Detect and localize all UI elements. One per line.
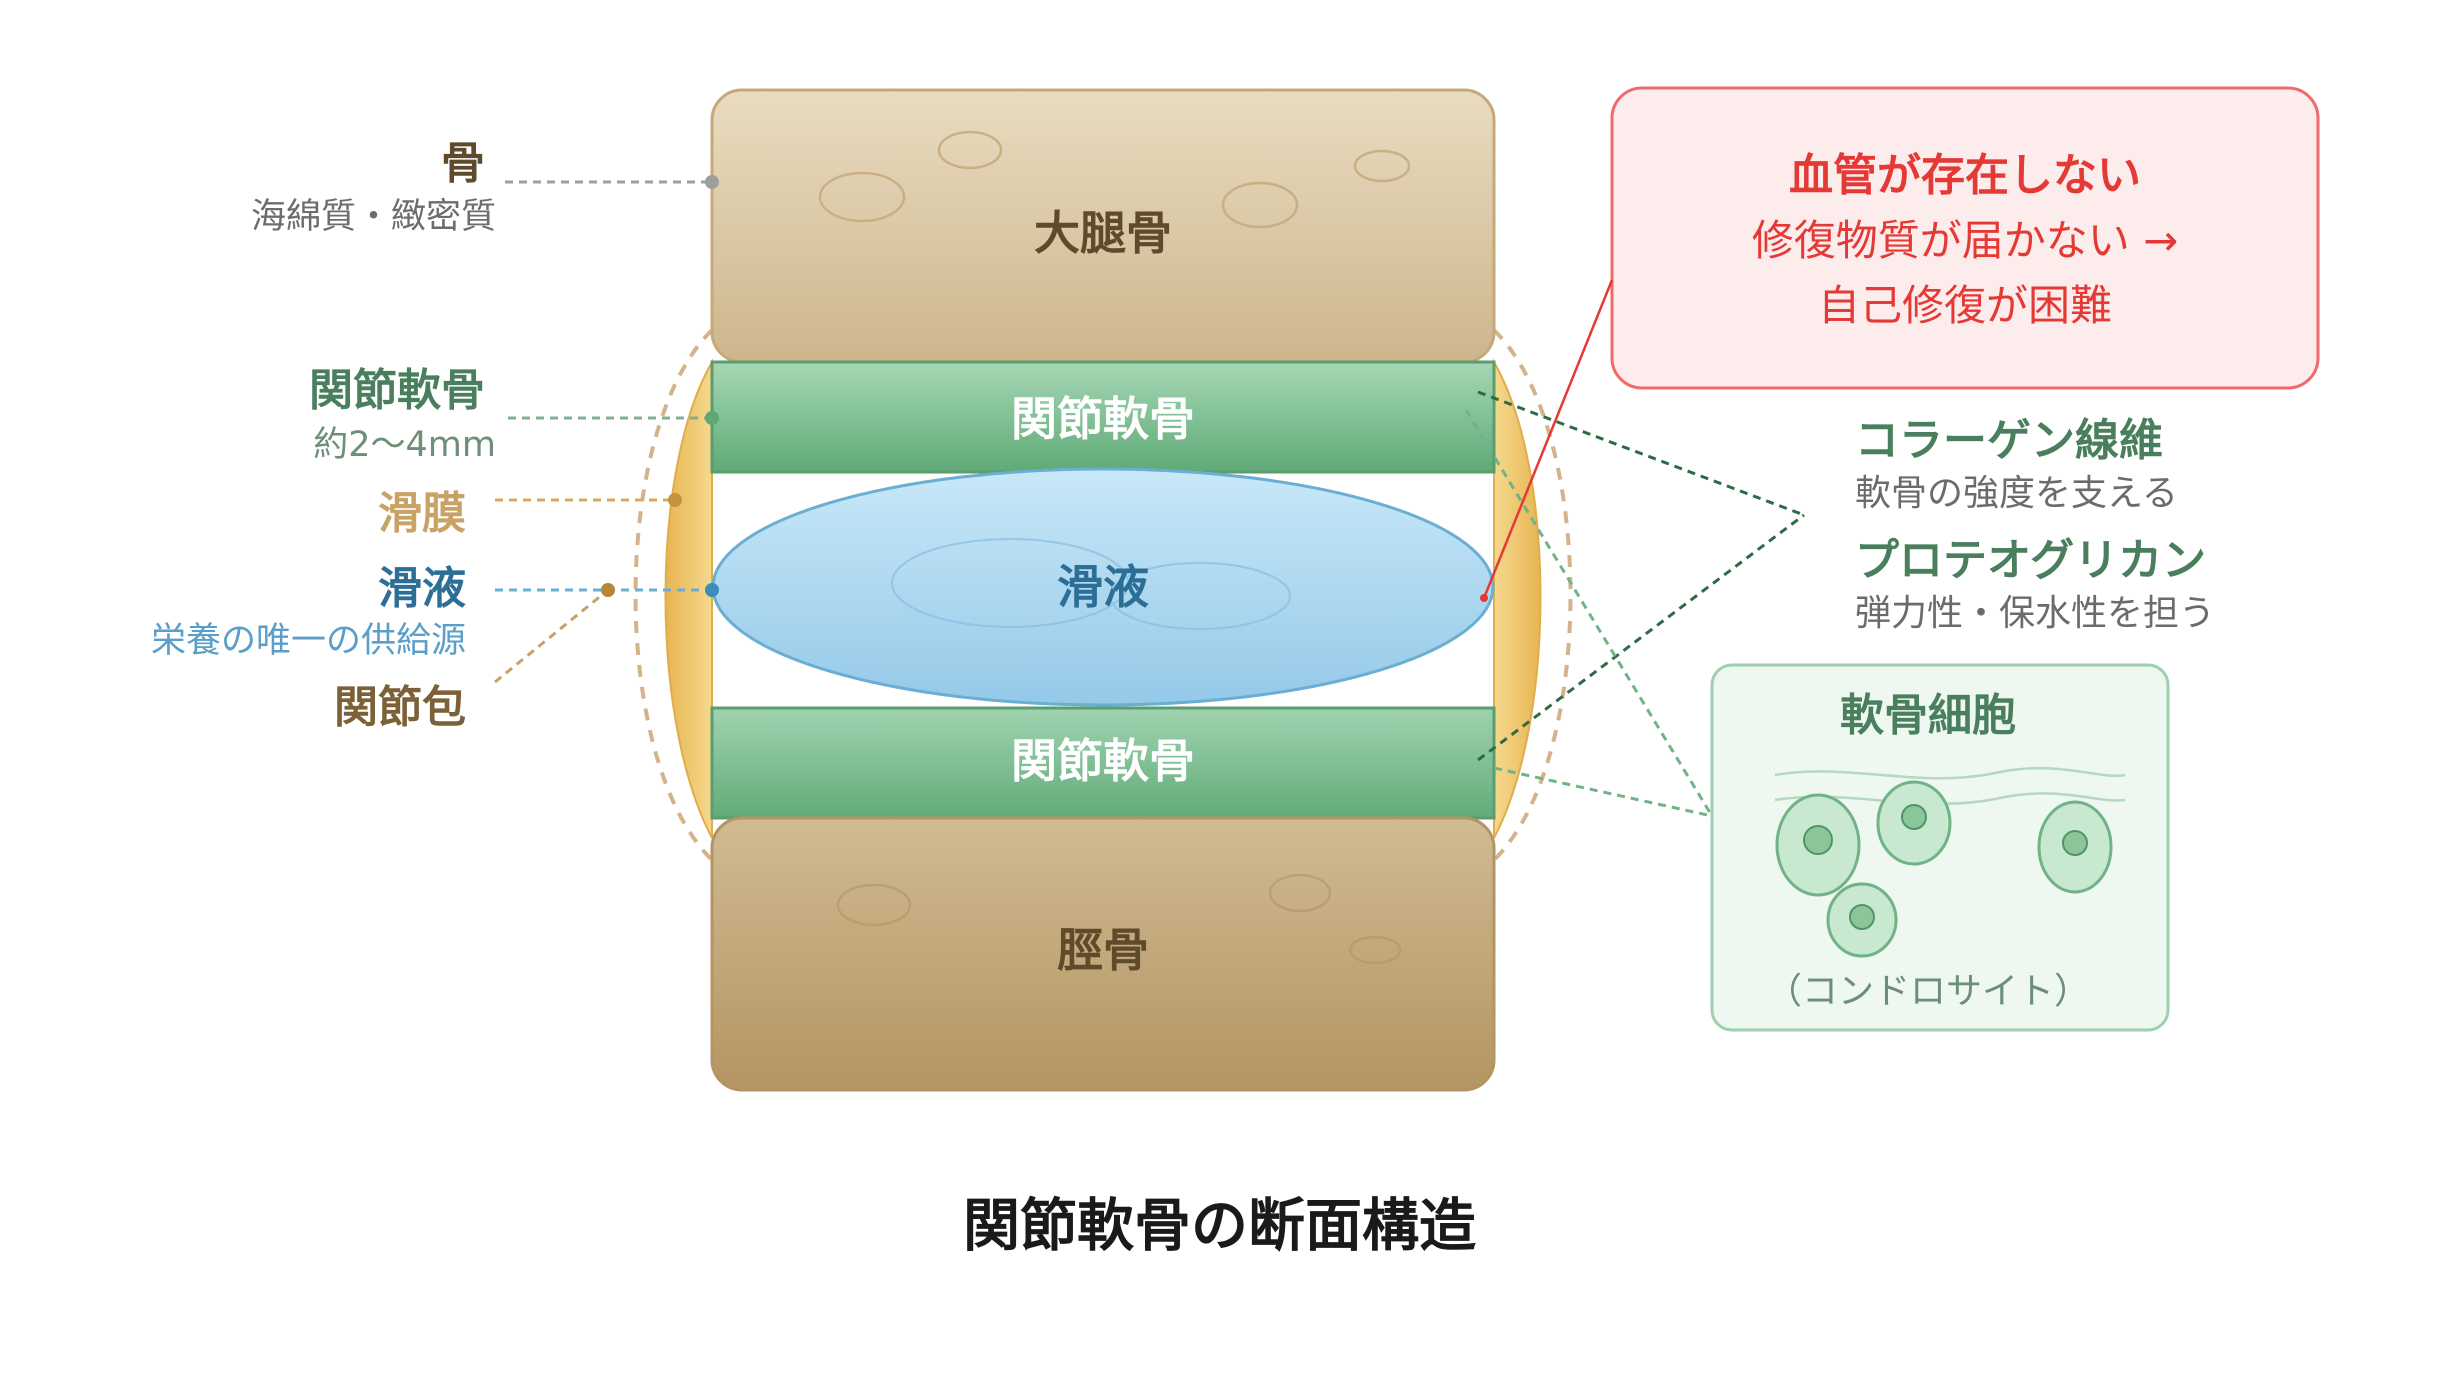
note-line-2: 修復物質が届かない →	[1752, 216, 2179, 265]
fluid-sub: 栄養の唯一の供給源	[151, 621, 466, 661]
matrix-leader-lines	[1477, 390, 1805, 762]
joint-capsule-outline	[633, 328, 1573, 862]
left-leader-dots	[601, 175, 719, 597]
fluid-label: 滑液	[1057, 560, 1149, 614]
bone-sub: 海綿質・緻密質	[251, 197, 496, 237]
tibia-pores	[836, 873, 1402, 965]
cartilage-title: 関節軟骨	[309, 365, 485, 416]
diagram-caption: 関節軟骨の断面構造	[963, 1193, 1476, 1259]
synovium-title: 滑膜	[378, 488, 466, 539]
note-pointer-line	[1482, 279, 1614, 599]
femur-pores	[818, 130, 1411, 229]
fluid-title: 滑液	[378, 563, 466, 614]
proteoglycan-sub: 弾力性・保水性を担う	[1855, 593, 2215, 634]
proteoglycan-title: プロテオグリカン	[1855, 535, 2206, 586]
bone-title: 骨	[441, 138, 485, 189]
cartilage-bottom-label: 関節軟骨	[1011, 734, 1195, 788]
capsule-title: 関節包	[334, 682, 466, 733]
fluid-swirls	[891, 538, 1291, 630]
cartilage-bottom	[710, 706, 1496, 820]
tibia-label: 脛骨	[1057, 923, 1149, 977]
cartilage-top-label: 関節軟骨	[1011, 392, 1195, 446]
note-line-1: 血管が存在しない	[1789, 150, 2141, 201]
note-line-3: 自己修復が困難	[1818, 281, 2112, 330]
cell-leader-lines	[1464, 409, 1714, 818]
femur-label: 大腿骨	[1034, 206, 1172, 260]
chondrocyte-sub: （コンドロサイト）	[1766, 971, 2090, 1012]
cartilage-sub: 約2〜4mm	[313, 425, 496, 465]
collagen-title: コラーゲン線維	[1855, 415, 2163, 466]
left-leader-lines	[494, 180, 712, 684]
no-vessel-note-box	[1610, 86, 2320, 390]
synovium-left	[664, 358, 713, 839]
collagen-sub: 軟骨の強度を支える	[1855, 473, 2178, 514]
collagen-fiber-1	[1774, 766, 2126, 780]
synovium-right	[1493, 358, 1542, 839]
note-pointer-dot	[1480, 594, 1488, 602]
chondrocyte-cells	[1775, 780, 2113, 958]
chondrocyte-title: 軟骨細胞	[1840, 690, 2016, 741]
tibia	[710, 816, 1496, 1092]
collagen-fiber-2	[1774, 792, 2126, 806]
